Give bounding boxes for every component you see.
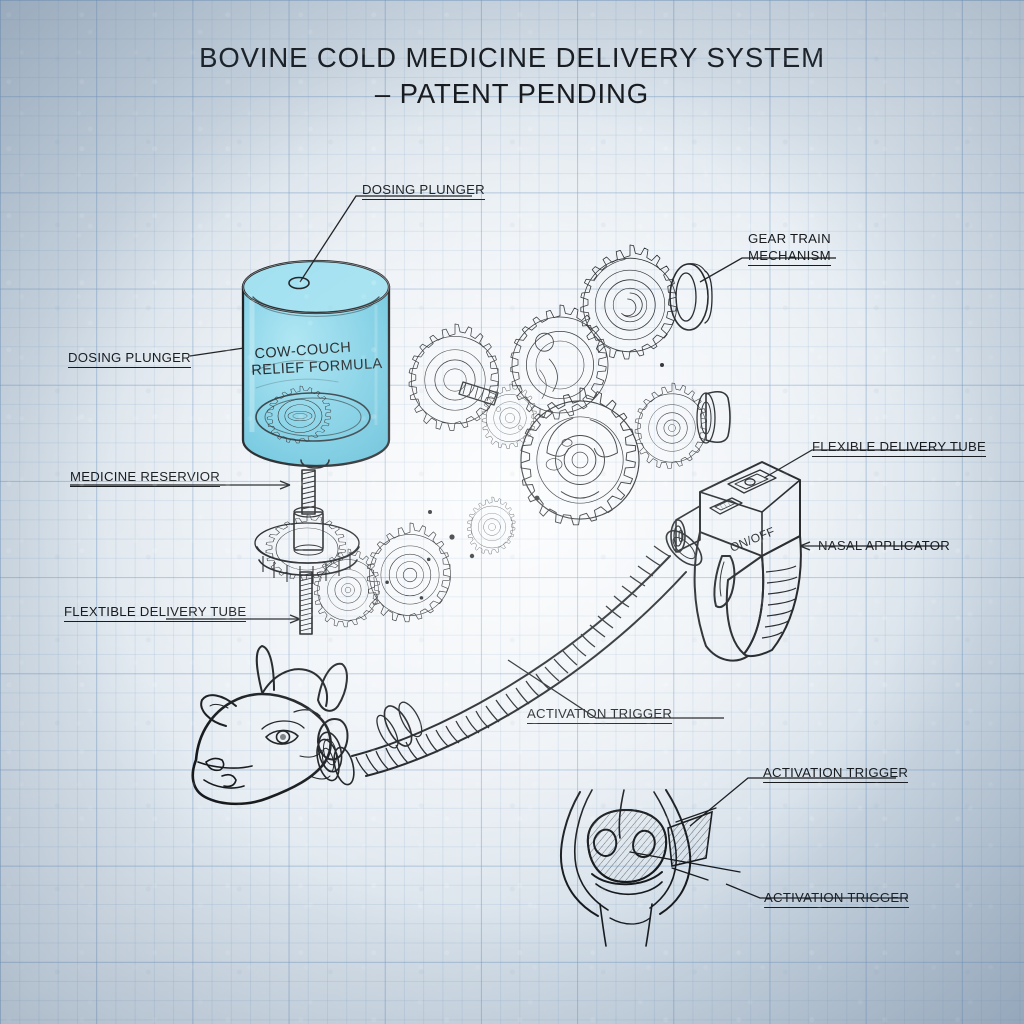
figure-nose-cross-section [559, 789, 741, 947]
figure-flexible-delivery-tube [316, 529, 703, 786]
figure-gear-train-cluster [314, 244, 731, 628]
callout-activation-trigger-2: ACTIVATION TRIGGER [763, 764, 909, 784]
page-title: BOVINE COLD MEDICINE DELIVERY SYSTEM – P… [0, 40, 1024, 112]
reservoir-brand-text: COW-COUCH RELIEF FORMULA [251, 340, 383, 379]
callout-dosing-plunger-top: DOSING PLUNGER [362, 181, 485, 201]
svg-text:RELIEF FORMULA: RELIEF FORMULA [251, 356, 383, 379]
on-off-marking: ON/OFF [728, 524, 777, 555]
callout-flextible-delivery-tube-left: FLEXTIBLE DELIVERY TUBE [64, 603, 247, 623]
svg-text:COW-COUCH: COW-COUCH [254, 340, 352, 363]
callout-gear-train-mechanism: GEAR TRAIN MECHANISM [748, 230, 831, 267]
callout-leader-lines [70, 195, 962, 899]
callout-activation-trigger-1: ACTIVATION TRIGGER [527, 705, 673, 725]
figure-cow-head [191, 645, 349, 806]
title-line-2: – PATENT PENDING [374, 77, 650, 109]
power-switch[interactable] [727, 469, 777, 494]
callout-medicine-reservoir: MEDICINE RESERVIOR [70, 468, 221, 488]
figure-threaded-drive-shaft [254, 469, 360, 635]
title-line-1: BOVINE COLD MEDICINE DELIVERY SYSTEM [199, 42, 825, 73]
callout-flexible-delivery-tube-right: FLEXIBLE DELIVERY TUBE [812, 438, 987, 458]
callout-nasal-applicator: NASAL APPLICATOR [818, 538, 951, 553]
indicator-window [709, 497, 743, 515]
trigger[interactable] [713, 555, 736, 608]
callout-gear-train-line2: MECHANISM [748, 248, 831, 264]
figure-nasal-applicator-gun: ON/OFF [670, 461, 802, 662]
figure-medicine-reservoir: COW-COUCH RELIEF FORMULA [241, 259, 391, 469]
callout-dosing-plunger-left: DOSING PLUNGER [68, 349, 191, 369]
callout-activation-trigger-3: ACTIVATION TRIGGER [764, 889, 910, 909]
callout-gear-train-line1: GEAR TRAIN [748, 231, 831, 246]
